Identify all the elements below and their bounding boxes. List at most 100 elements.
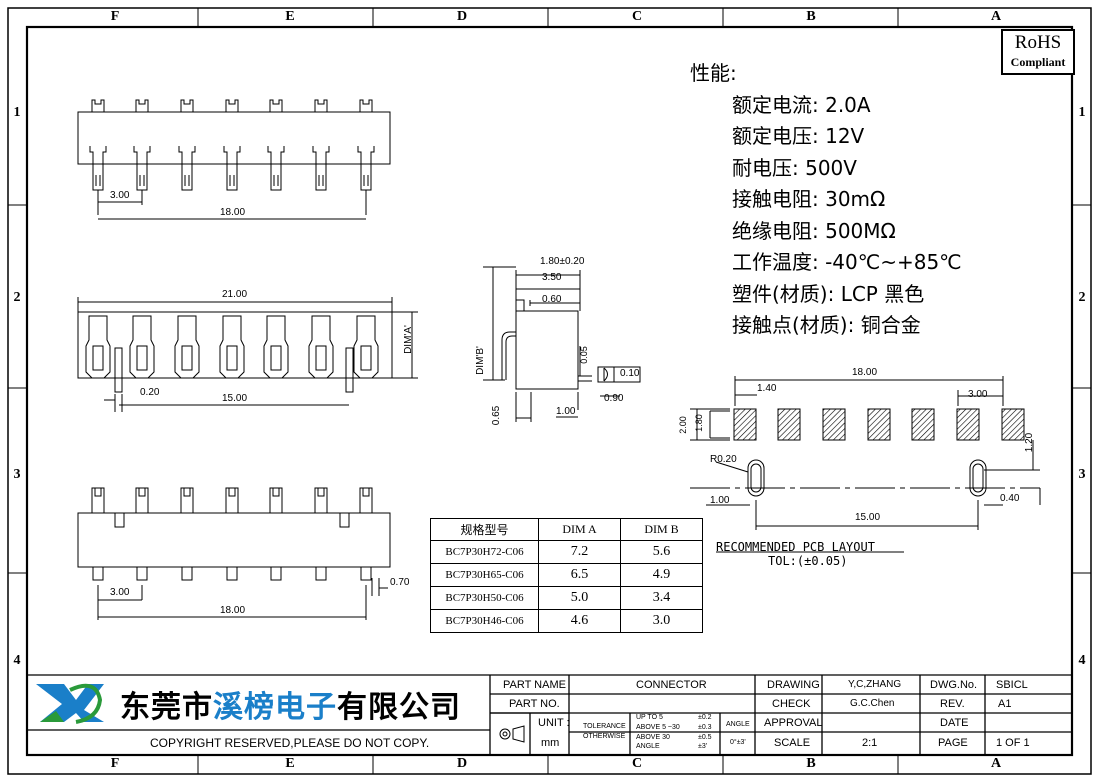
contact-tail <box>181 567 193 581</box>
dim-side-8: 0.65 <box>491 405 503 426</box>
tolerance-range-1: UP TO 5 <box>636 714 663 721</box>
tolerance-range-4: ANGLE <box>636 743 660 750</box>
contact-tail <box>270 567 282 581</box>
contact-pin <box>223 146 241 191</box>
contact-tail <box>226 567 238 581</box>
contact-pin-detail <box>229 175 235 186</box>
contact-slot <box>129 315 155 379</box>
company-name-brand: 溪榜电子 <box>213 690 337 725</box>
contact-spring <box>360 345 372 371</box>
contact-pin <box>180 99 194 112</box>
rohs-subtitle: Compliant <box>1010 55 1066 69</box>
zone-row-left-4: 4 <box>13 653 21 668</box>
pcb-pad <box>777 408 801 441</box>
dim-side-1: 1.80±0.20 <box>540 256 585 267</box>
contact-pin <box>225 99 239 112</box>
zone-row-left-1: 1 <box>13 105 21 120</box>
contact-tail <box>92 567 104 581</box>
zone-col-top-1: F <box>110 9 120 24</box>
dim-side-5: 0.10 <box>620 368 640 379</box>
zone-col-top-6: A <box>990 9 1002 24</box>
spec-item: 额定电压: 12V <box>732 124 865 148</box>
tolerance-value-2: ±0.3 <box>698 724 712 731</box>
zone-row-right-1: 1 <box>1078 105 1086 120</box>
table-cell: 5.0 <box>538 586 621 610</box>
tolerance-value-1: ±0.2 <box>698 714 712 721</box>
contact-pin <box>91 487 105 513</box>
dim-side-6: 0.90 <box>604 393 624 404</box>
dim-side-2: 3.50 <box>542 272 562 283</box>
table-header: DIM B <box>620 518 703 541</box>
drawing-value: Y,C,ZHANG <box>848 679 902 690</box>
contact-pin <box>91 99 105 112</box>
page-label: PAGE <box>938 737 968 749</box>
pcb-layout-title: RECOMMENDED PCB LAYOUT TOL:(±0.05) <box>716 540 875 568</box>
dim-top-pitch: 3.00 <box>110 190 130 201</box>
dim-side-3: 0.60 <box>542 294 562 305</box>
top-view <box>77 99 391 220</box>
contact-pin <box>133 146 151 191</box>
unit-value: mm <box>541 737 560 749</box>
contact-pin <box>359 487 373 513</box>
part-no-label: PART NO. <box>509 698 560 710</box>
contact-spring <box>136 345 148 371</box>
rohs-title: RoHS <box>1014 32 1062 53</box>
company-name: 东莞市溪榜电子有限公司 <box>120 682 461 726</box>
spec-item: 额定电流: 2.0A <box>732 92 871 117</box>
spec-item: 接触电阻: 30mΩ <box>732 187 886 211</box>
rohs-badge: RoHS Compliant <box>1001 29 1075 75</box>
bottom-view <box>77 487 391 620</box>
contact-pin <box>314 487 328 513</box>
page-value: 1 OF 1 <box>996 737 1030 749</box>
contact-pin-tip <box>362 487 370 497</box>
zone-row-right-4: 4 <box>1078 653 1086 668</box>
inner-frame <box>25 25 1074 757</box>
contact-pin-detail <box>273 175 279 186</box>
pcb-pad <box>822 408 846 441</box>
dim-front-peg-span: 15.00 <box>222 393 248 404</box>
pcb-pad <box>1001 408 1025 441</box>
contact-pin-detail <box>184 175 190 186</box>
zone-col-bottom-4: C <box>631 756 643 771</box>
zone-row-left-2: 2 <box>13 290 21 305</box>
approval-label: APPROVAL <box>764 717 823 729</box>
zone-col-top-4: C <box>631 9 643 24</box>
company-logo <box>36 683 104 724</box>
dimension-table: 规格型号 DIM A DIM B BC7P30H72-C06 7.2 5.6 B… <box>430 518 703 633</box>
zone-col-bottom-5: B <box>806 756 816 771</box>
table-row: BC7P30H50-C06 5.0 3.4 <box>430 586 703 610</box>
contact-spring <box>226 345 238 371</box>
contact-slot <box>263 315 289 379</box>
contact-pin <box>357 146 375 191</box>
spec-item: 耐电压: 500V <box>732 155 857 180</box>
pcb-layout-tolerance: TOL:(±0.05) <box>768 554 848 568</box>
pcb-layout-view <box>690 376 1041 553</box>
contact-pin <box>135 487 149 513</box>
zone-row-left-3: 3 <box>13 467 21 482</box>
contact-pin <box>89 146 107 191</box>
zone-col-top-3: D <box>456 9 468 24</box>
contact-pin-tip <box>228 487 236 497</box>
tolerance-range-3: ABOVE 30 <box>636 734 670 741</box>
contact-slot <box>219 315 245 379</box>
contact-pin-tip <box>183 487 191 497</box>
contact-pin <box>314 99 328 112</box>
title-block-lines <box>27 674 1072 755</box>
dim-pcb-hole-span: 15.00 <box>855 512 881 523</box>
copyright-notice: COPYRIGHT RESERVED,PLEASE DO NOT COPY. <box>150 736 430 750</box>
contact-pin-detail <box>139 175 145 186</box>
dim-bottom-pitch: 3.00 <box>110 587 130 598</box>
dim-pcb-pitch: 3.00 <box>968 389 988 400</box>
table-cell: 5.6 <box>620 540 703 564</box>
contact-spring <box>270 345 282 371</box>
table-cell: BC7P30H72-C06 <box>430 540 539 564</box>
pcb-pad <box>911 408 935 441</box>
angle-label: ANGLE <box>726 721 750 728</box>
check-label: CHECK <box>772 698 811 710</box>
side-view <box>483 266 641 422</box>
contact-slot <box>353 315 379 379</box>
contact-pin <box>312 146 330 191</box>
drawing-label: DRAWING <box>767 679 820 691</box>
zone-col-bottom-1: F <box>110 756 120 771</box>
